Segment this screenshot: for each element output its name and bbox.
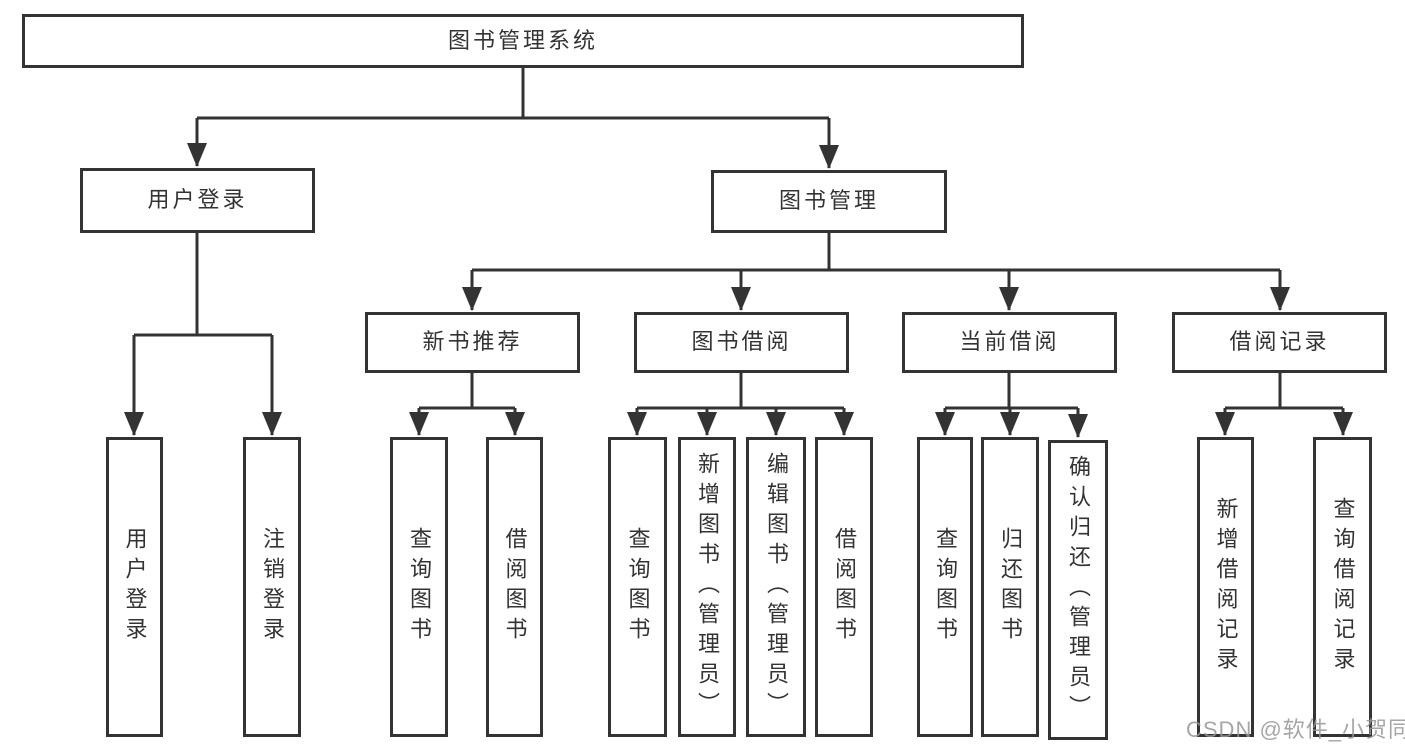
node-borrowing-records: 借阅记录	[1172, 312, 1387, 373]
leaf-current-query-books: 查询图书	[917, 437, 973, 737]
leaf-current-return-books: 归还图书	[981, 437, 1039, 737]
leaf-records-query-record: 查询借阅记录	[1313, 437, 1372, 737]
leaf-records-add-record: 新增借阅记录	[1197, 437, 1254, 737]
leaf-borrow-query-books: 查询图书	[608, 437, 667, 737]
node-user-login-module: 用户登录	[80, 168, 315, 233]
node-book-management-module: 图书管理	[711, 170, 947, 233]
leaf-borrow-borrow-books: 借阅图书	[815, 437, 873, 737]
leaf-newbook-borrow-books: 借阅图书	[486, 437, 543, 737]
node-new-book-recommend: 新书推荐	[365, 312, 580, 373]
node-root-system: 图书管理系统	[22, 14, 1024, 68]
leaf-current-confirm-return-admin: 确认归还（管理员）	[1048, 440, 1108, 740]
leaf-borrow-edit-books-admin: 编辑图书（管理员）	[746, 437, 806, 737]
leaf-user-login: 用户登录	[106, 437, 163, 737]
node-current-borrowing: 当前借阅	[902, 312, 1117, 373]
node-book-borrowing: 图书借阅	[634, 312, 849, 373]
leaf-borrow-add-books-admin: 新增图书（管理员）	[678, 437, 736, 737]
leaf-newbook-query-books: 查询图书	[390, 437, 448, 737]
leaf-logout: 注销登录	[243, 437, 301, 737]
